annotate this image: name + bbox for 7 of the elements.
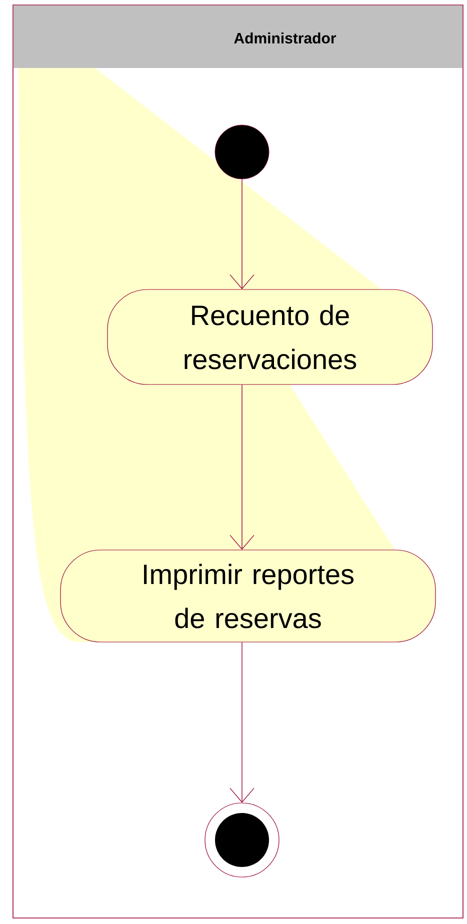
- arrow: [230, 384, 254, 550]
- arrow: [230, 178, 254, 290]
- end-node: [204, 802, 280, 878]
- activity-box: Recuento de reservaciones: [107, 289, 433, 385]
- arrow: [230, 642, 254, 803]
- activity-box: Imprimir reportes de reservas: [60, 550, 436, 642]
- start-node: [214, 124, 270, 180]
